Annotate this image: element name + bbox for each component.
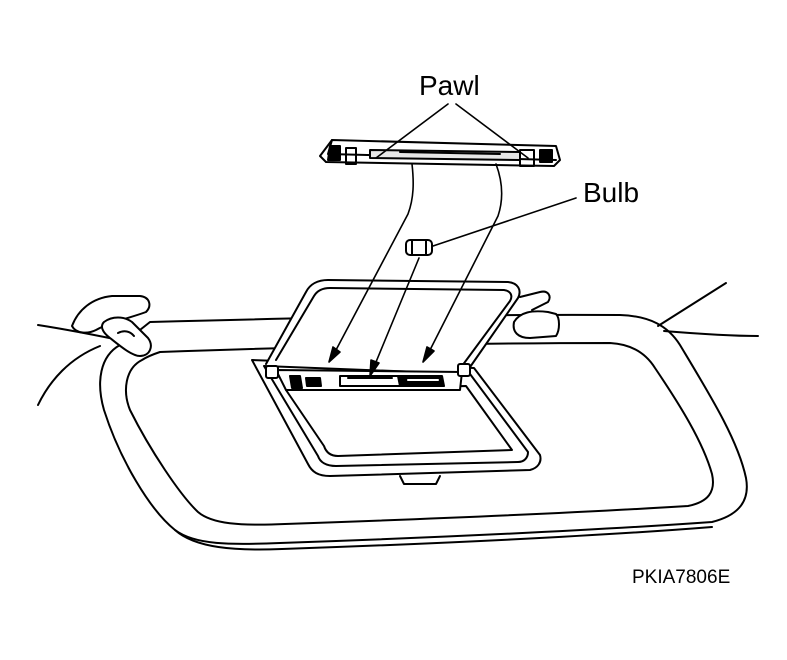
lid-outer	[266, 280, 520, 370]
guide-line-center	[376, 258, 419, 362]
lamp-lens-strip	[276, 370, 462, 390]
sun-visor	[100, 315, 747, 550]
mirror-cover-lid	[266, 280, 520, 378]
figure-code: PKIA7806E	[632, 567, 731, 588]
mirror-glass	[286, 386, 512, 456]
bulb-leader	[433, 198, 576, 246]
visor-mount-bracket	[72, 296, 151, 356]
bulb	[406, 240, 432, 255]
exploded-lamp-lens	[320, 140, 560, 166]
arrow-head-left	[329, 347, 340, 362]
bulb-label: Bulb	[583, 177, 640, 208]
visor-hook-clip	[514, 292, 559, 338]
visor-outer-outline	[100, 315, 747, 544]
pawl-leader-right	[456, 104, 528, 158]
pawl-leader-left	[376, 104, 448, 158]
guide-line-left	[336, 164, 413, 350]
lid-inner	[276, 288, 511, 366]
mirror-frame-tab	[400, 476, 440, 484]
assembly-guide-lines	[329, 164, 502, 376]
visor-inner-outline	[126, 343, 713, 525]
pawl-label: Pawl	[419, 70, 480, 101]
guide-line-right	[430, 164, 502, 350]
visor-bottom-edge	[175, 527, 712, 550]
arrow-head-right	[423, 347, 434, 362]
mirror-frame-inner	[264, 366, 528, 466]
arrow-head-center	[370, 360, 379, 376]
leader-lines	[376, 104, 576, 246]
